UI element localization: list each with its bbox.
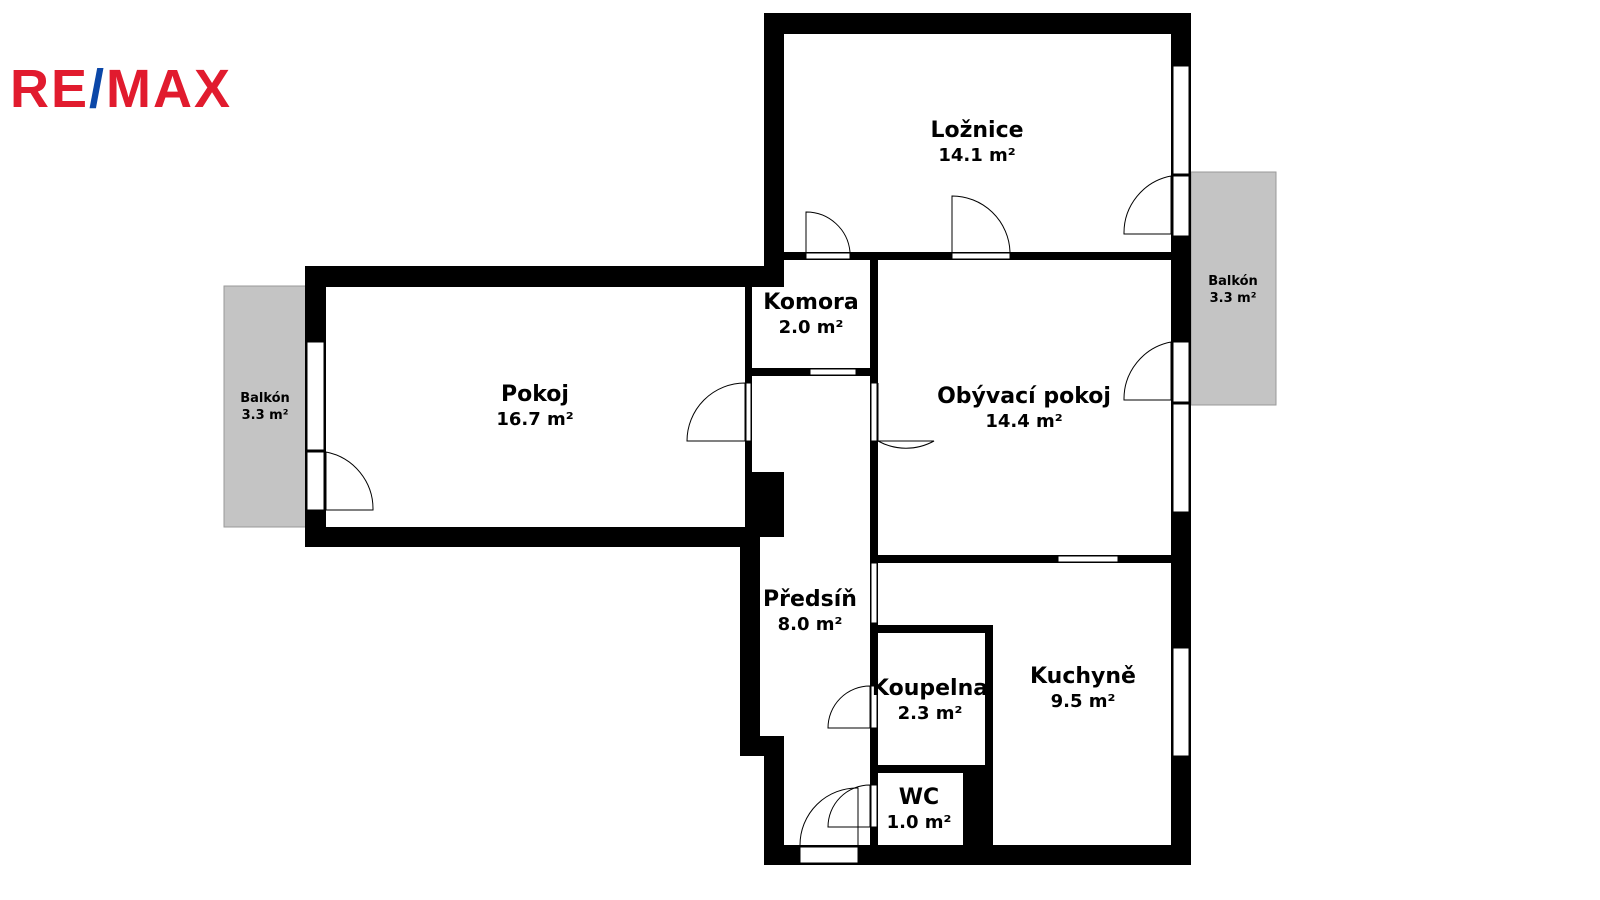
room-name: Balkón [240, 391, 290, 406]
room-area: 2.3 m² [897, 703, 963, 724]
room-area: 2.0 m² [778, 317, 844, 338]
room-label-balkon-right: Balkón 3.3 m² [1208, 273, 1258, 307]
room-label-obyvaci-pokoj: Obývací pokoj 14.4 m² [937, 384, 1111, 434]
remax-logo: RE/MAX [10, 62, 232, 116]
room-label-predsin: Předsíň 8.0 m² [763, 587, 857, 637]
room-label-loznice: Ložnice 14.1 m² [930, 118, 1023, 168]
room-label-balkon-left: Balkón 3.3 m² [240, 390, 290, 424]
room-area: 3.3 m² [1209, 291, 1257, 306]
door-swings [325, 175, 1172, 846]
room-area: 14.1 m² [938, 145, 1016, 166]
room-area: 8.0 m² [777, 614, 843, 635]
logo-slash: / [89, 59, 107, 119]
room-label-komora: Komora 2.0 m² [763, 290, 859, 340]
room-name: Ložnice [930, 118, 1024, 143]
logo-text-max: MAX [106, 59, 233, 119]
balcony-right [1190, 171, 1277, 406]
logo-text-re: RE [10, 59, 90, 119]
room-area: 3.3 m² [241, 408, 289, 423]
room-name: Obývací pokoj [937, 384, 1111, 409]
room-label-pokoj: Pokoj 16.7 m² [496, 382, 573, 432]
room-label-kuchyne: Kuchyně 9.5 m² [1030, 664, 1136, 714]
room-name: Balkón [1208, 274, 1258, 289]
room-label-koupelna: Koupelna 2.3 m² [872, 676, 988, 726]
room-name: Předsíň [763, 587, 857, 612]
room-name: Koupelna [871, 676, 989, 701]
room-name: Komora [763, 290, 859, 315]
room-area: 14.4 m² [985, 411, 1063, 432]
room-area: 1.0 m² [886, 812, 952, 833]
room-label-wc: WC 1.0 m² [887, 785, 952, 835]
room-name: Kuchyně [1030, 664, 1136, 689]
room-name: Pokoj [501, 382, 569, 407]
room-area: 9.5 m² [1050, 691, 1116, 712]
room-name: WC [898, 785, 940, 810]
windows [306, 65, 1190, 864]
room-area: 16.7 m² [496, 409, 574, 430]
